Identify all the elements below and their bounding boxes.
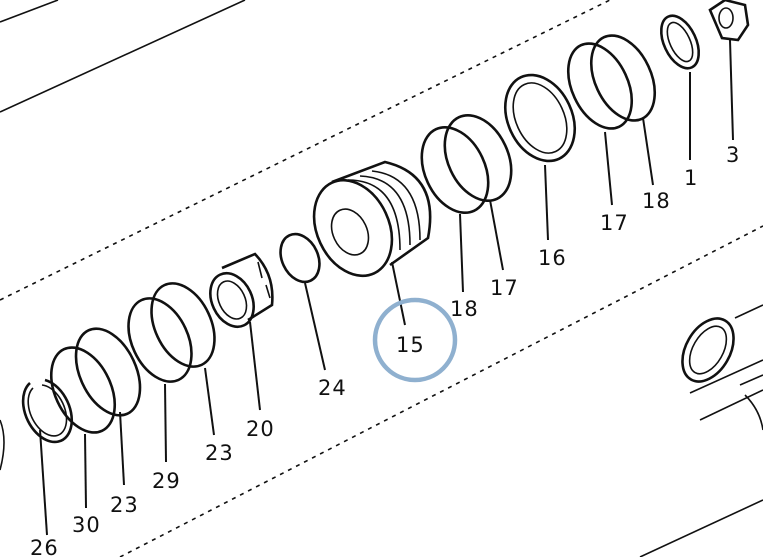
callout-23-left: 23: [110, 493, 139, 517]
callout-26: 26: [30, 536, 59, 557]
callout-16: 16: [538, 246, 567, 270]
leader-lines: [39, 39, 734, 536]
part-15-piston: [312, 160, 432, 278]
part-23-ring-right: [150, 282, 216, 368]
bushing-ring: [681, 317, 735, 383]
callout-labels: 26 30 23 29 23 20 24 15 18 17 16 17 18 1…: [30, 143, 740, 557]
callout-17-lower: 17: [490, 276, 519, 300]
part-17-ring-upper: [566, 42, 634, 130]
callout-23-right: 23: [205, 441, 234, 465]
part-18-ring-upper: [589, 34, 657, 122]
callout-24: 24: [318, 376, 347, 400]
part-18-ring-lower: [420, 125, 490, 215]
callout-15: 15: [396, 333, 425, 357]
part-16-wear-ring: [504, 73, 576, 163]
part-1-washer: [659, 14, 701, 70]
callout-17-upper: 17: [600, 211, 629, 235]
top-left-outline: [0, 0, 59, 23]
part-30-ring: [49, 346, 117, 434]
callout-1: 1: [684, 166, 698, 190]
callout-18-upper: 18: [642, 189, 671, 213]
part-17-ring-lower: [443, 113, 513, 203]
upper-centerline: [0, 0, 611, 301]
highlight-circle-15: [372, 297, 458, 383]
part-3-nut: [708, 0, 750, 42]
part-20-nut: [209, 252, 274, 329]
callout-3: 3: [726, 143, 740, 167]
callout-30: 30: [72, 513, 101, 537]
part-29-ring: [127, 297, 193, 383]
callout-29: 29: [152, 469, 181, 493]
callout-20: 20: [246, 417, 275, 441]
part-26-snap-ring: [21, 378, 74, 444]
lower-centerline: [119, 225, 763, 557]
cylinder-body: [0, 304, 763, 471]
upper-outline: [0, 0, 246, 113]
part-23-ring-left: [74, 327, 142, 417]
part-24-o-ring: [279, 232, 321, 284]
callout-18-lower: 18: [450, 297, 479, 321]
bottom-right-outline: [639, 499, 763, 557]
